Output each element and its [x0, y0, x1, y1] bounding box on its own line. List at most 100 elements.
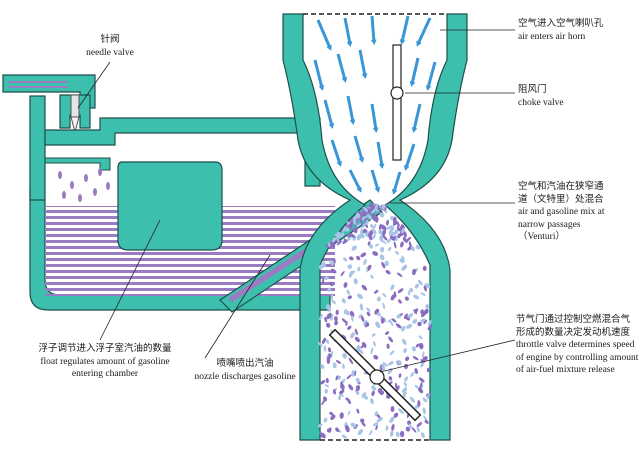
air-arrow — [343, 17, 352, 45]
leader-float — [99, 219, 161, 341]
mixture-particle — [385, 270, 391, 275]
mixture-particle — [403, 348, 407, 354]
mixture-particle — [347, 295, 352, 300]
mixture-particle — [343, 282, 348, 288]
mixture-particle — [396, 385, 400, 392]
mixture-particle — [423, 415, 428, 422]
mixture-particle — [381, 261, 386, 269]
air-arrow — [323, 99, 334, 127]
air-arrow — [336, 53, 347, 81]
mixture-particle — [346, 289, 350, 295]
air-arrow — [370, 15, 376, 43]
mixture-particle — [403, 381, 408, 387]
mixture-particle — [387, 246, 392, 252]
air-arrow — [404, 143, 416, 169]
mixture-particle — [419, 342, 424, 350]
mixture-particle — [398, 408, 404, 414]
air-arrow — [358, 49, 367, 77]
mixture-particle — [389, 235, 396, 241]
mixture-particle — [395, 323, 402, 329]
mixture-particle — [353, 278, 358, 285]
mixture-particle — [321, 278, 325, 285]
mixture-particle — [335, 375, 339, 381]
throttle-valve — [328, 328, 422, 422]
mixture-particle — [420, 310, 427, 318]
float-label-en1: float regulates amount of gasoline — [40, 356, 170, 367]
air-horn-label: 空气进入空气喇叭孔 air enters air horn — [518, 18, 604, 43]
air-arrow — [316, 19, 332, 49]
mixture-particle — [334, 320, 339, 326]
mixture-particle — [335, 427, 340, 432]
mixture-particle — [422, 265, 427, 271]
mixture-particle — [382, 302, 386, 310]
mixture-particle — [331, 299, 336, 305]
air-arrow-head — [391, 189, 398, 195]
mixture-particle — [371, 208, 376, 214]
air-arrow — [412, 103, 422, 131]
venturi-label-en1: air and gasoline mix at — [518, 207, 605, 217]
air-arrow-head — [399, 39, 406, 45]
leader-nozzle — [204, 254, 271, 359]
throttle-label-zh1: 节气门通过控制空燃混合气 — [516, 315, 631, 325]
mixture-particle — [366, 307, 371, 312]
air-arrow-head — [372, 127, 379, 133]
mixture-particle — [338, 394, 342, 401]
mixture-particle — [397, 288, 404, 294]
mixture-particle — [354, 336, 360, 343]
mixture-particle — [427, 324, 433, 331]
mixture-particle — [323, 396, 328, 402]
mixture-particle — [339, 412, 344, 419]
mixture-particle — [330, 414, 336, 421]
nozzle-label-en: nozzle discharges gasoline — [194, 371, 296, 382]
mixture-particle — [324, 384, 330, 388]
mixture-particle — [413, 309, 418, 315]
mixture-particle — [368, 202, 374, 208]
mixture-particle — [380, 246, 385, 253]
mixture-particle — [328, 306, 332, 313]
mixture-particle — [419, 381, 423, 389]
mixture-particle — [381, 317, 385, 324]
mixture-particle — [361, 315, 365, 322]
mixture-particle — [398, 299, 402, 304]
mixture-particle — [391, 424, 395, 431]
mixture-particle — [379, 212, 385, 218]
mixture-particle — [348, 223, 353, 229]
mixture-particle — [340, 232, 345, 238]
mixture-particle — [345, 425, 350, 433]
mixture-particle — [399, 258, 405, 263]
mixture-particle — [329, 281, 334, 287]
mixture-particle — [343, 257, 348, 262]
mixture-particle — [414, 283, 419, 289]
mixture-particle — [422, 407, 426, 415]
mixture-particle — [373, 422, 379, 427]
mixture-particle — [396, 314, 402, 319]
mixture-particle — [340, 381, 344, 389]
mixture-particle — [357, 429, 364, 436]
air-arrow — [313, 59, 324, 89]
mixture-particle — [344, 227, 350, 232]
float-label-en2: entering chamber — [71, 369, 139, 379]
choke-valve-label-en: choke valve — [518, 97, 564, 108]
mixture-particle — [357, 266, 361, 272]
mixture-particle — [348, 270, 353, 278]
mixture-particle — [332, 362, 337, 369]
mixture-particle — [386, 219, 389, 226]
mixture-particle — [339, 389, 345, 395]
mixture-particle — [404, 376, 409, 382]
mixture-particle — [319, 431, 323, 438]
mixture-particle — [377, 387, 383, 394]
float-label: 浮子调节进入浮子室汽油的数量 float regulates amount of… — [15, 343, 195, 381]
mixture-particle — [379, 234, 384, 241]
mixture-particle — [422, 351, 425, 358]
mixture-particle — [390, 294, 396, 301]
mixture-particle — [318, 265, 322, 270]
mixture-particle — [379, 224, 387, 231]
mixture-particle — [352, 215, 357, 222]
throttle-label-en3: of air-fuel mixture release — [516, 365, 615, 375]
mixture-particle — [385, 425, 389, 431]
mixture-particle — [418, 387, 424, 394]
mixture-particle — [382, 228, 387, 237]
throttle-valve-label: 节气门通过控制空燃混合气 形成的数量决定发动机速度 throttle valve… — [516, 314, 638, 377]
mixture-particle — [413, 294, 420, 300]
